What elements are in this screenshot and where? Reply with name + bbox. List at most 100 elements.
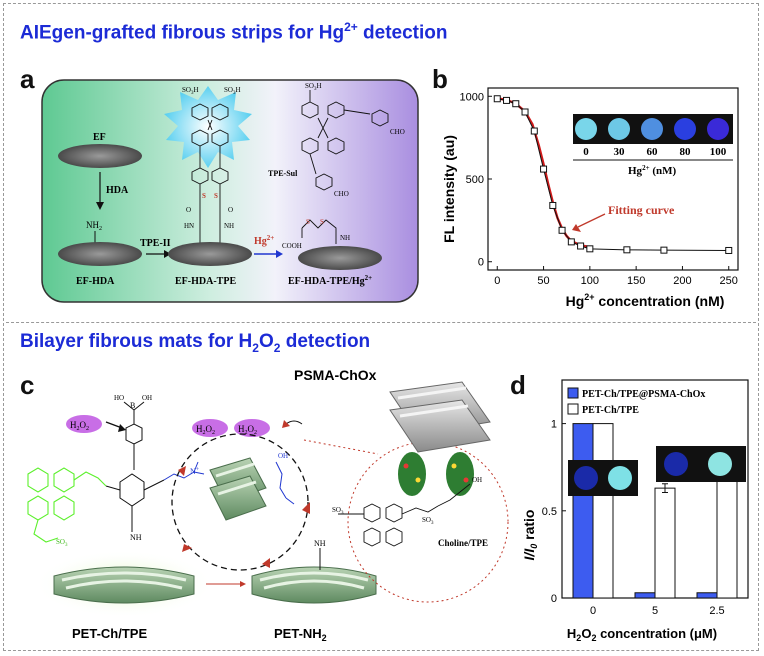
chart-d-ytick-label: 0 [551, 593, 557, 605]
inset-b-unit-tail: (nM) [650, 165, 677, 177]
chart-b-xtick-label: 100 [581, 275, 599, 287]
green-tpe-structure [27, 467, 107, 543]
tpe-glow-icon [164, 86, 252, 168]
chart-d-ylabel-i: I/I [521, 548, 537, 561]
label-pet-ch: PET-Ch/TPE [72, 626, 147, 641]
label-pet-nh2-sub: 2 [322, 633, 327, 643]
inset-b-label: 0 [583, 146, 589, 158]
label-so3h-right-sub: 3 [233, 91, 236, 96]
inset-b-spot [674, 118, 696, 140]
label-so3h-left-sub: 3 [191, 91, 194, 96]
label-ef-hda: EF-HDA [76, 276, 115, 287]
inset-b-spot [608, 118, 630, 140]
chart-d-xlabel-sub1: 2 [576, 633, 581, 643]
choline-tpe-structure [338, 483, 471, 547]
panel-letter-a: a [20, 64, 35, 94]
label-cooh: COOH [282, 242, 302, 250]
label-hg-text: Hg [254, 236, 267, 247]
dotted-link-top [303, 439, 379, 455]
cycle-mat-icon [209, 457, 267, 521]
label-h2o2-left-o: O [80, 420, 87, 430]
h2o2-bubble-left [66, 415, 102, 433]
label-ef-hda-tpe-hg-sup: 2+ [365, 274, 373, 282]
label-ef: EF [93, 132, 106, 143]
label-o-1: O [186, 206, 191, 214]
chart-d-ylabel-sub: 0 [529, 544, 539, 549]
chart-d-ytick-label: 1 [551, 419, 557, 431]
label-so3h-right-h: H [235, 86, 240, 94]
section-title-h2o2-mid: O [258, 331, 274, 352]
arrowhead-mats [240, 581, 246, 587]
chox-enzyme-icons [398, 452, 474, 496]
inset-b-spot [575, 118, 597, 140]
panel-a-diagram: EF HDA NH2 EF-HDA TPE-II SO3H SO3H S S O… [41, 79, 419, 303]
chart-b-ytick-label: 500 [466, 174, 484, 186]
arrowhead-h2o2 [118, 424, 126, 432]
chart-b-point [540, 165, 548, 173]
chart-d-ytick-label: 0.5 [542, 506, 557, 518]
label-oh-choline: OH [472, 476, 482, 484]
panel-letter-d: d [510, 370, 526, 400]
label-n-plus-n: N [190, 467, 196, 476]
chart-b-ylabel: FL intensity (au) [441, 135, 457, 243]
chart-b-point [549, 201, 557, 209]
label-so3h-sul: SO3H [305, 82, 322, 92]
inset-b-unit-text: Hg [628, 165, 643, 177]
label-ef-hda-tpe: EF-HDA-TPE [175, 276, 236, 287]
label-n-plus-sign: + [196, 467, 200, 473]
reaction-cycle [171, 433, 309, 571]
label-n-plus: N+ [190, 467, 200, 476]
label-hda: HDA [106, 185, 129, 196]
label-h2o2-left: H2O2 [70, 420, 89, 432]
label-h2o2-left-sub2: 2 [86, 426, 89, 432]
label-h2o2-mid1-sub1: 2 [203, 430, 206, 436]
label-psma-chox: PSMA-ChOx [294, 367, 377, 383]
label-so3h-sul-text: SO [305, 82, 314, 90]
ef-hda-mat-icon [58, 242, 142, 266]
label-nh-c2: NH [314, 539, 326, 548]
label-so3-choline-sub: 3 [341, 511, 344, 516]
label-h2o2-mid1-h: H [196, 424, 203, 434]
inset-d-spot-2b [708, 452, 732, 476]
label-so3h-left-text: SO [182, 86, 191, 94]
chart-b-point [577, 242, 585, 250]
section-title-h2o2-sub2: 2 [273, 340, 281, 355]
chart-d-xlabel: H2O2 concentration (μM) [567, 626, 717, 643]
label-so3-choline-2-text: SO [422, 516, 431, 524]
label-so3h-left: SO3H [182, 86, 199, 96]
label-cho-2: CHO [334, 190, 349, 198]
arrow-curve-head [282, 420, 290, 428]
chart-d-xtick-label: 0 [590, 605, 596, 617]
chart-b-point [512, 100, 520, 108]
psma-chox-mat-icon [389, 381, 491, 453]
label-h2o2-mid2-h: H [238, 424, 245, 434]
boronic-acid-structure [105, 401, 165, 532]
chart-d-ylabel-tail: ratio [521, 510, 537, 544]
label-h2o2-mid2-sub1: 2 [245, 430, 248, 436]
panel-letter-b: b [432, 64, 448, 94]
chart-b-point [493, 95, 501, 103]
annotation-arrowhead [572, 224, 581, 232]
label-so3-green-sub: 3 [65, 543, 68, 548]
arrowhead-ef-down [96, 202, 104, 210]
chart-b-point [586, 245, 594, 253]
tpe-sul-molecule-structure [301, 90, 389, 191]
ef-hda-tpe-hg-mat-icon [298, 246, 382, 270]
label-tpe2: TPE-II [140, 238, 171, 249]
label-hg: Hg2+ [254, 234, 274, 247]
label-so3-choline-2-sub: 3 [431, 521, 434, 526]
inset-b-label: 100 [710, 146, 727, 158]
label-nh-c: NH [130, 533, 142, 542]
section-title-h2o2-tail: detection [280, 331, 371, 352]
chart-d-bar [696, 592, 718, 599]
chart-b-xtick-label: 0 [494, 275, 500, 287]
chart-b-ytick-label: 0 [478, 257, 484, 269]
label-h2o2-left-h: H [70, 420, 77, 430]
section-divider [6, 322, 756, 323]
label-tpe-sul: TPE-Sul [268, 169, 298, 178]
chart-d-xlabel-sub2: 2 [591, 633, 596, 643]
label-so3-green: SO3 [56, 538, 68, 548]
